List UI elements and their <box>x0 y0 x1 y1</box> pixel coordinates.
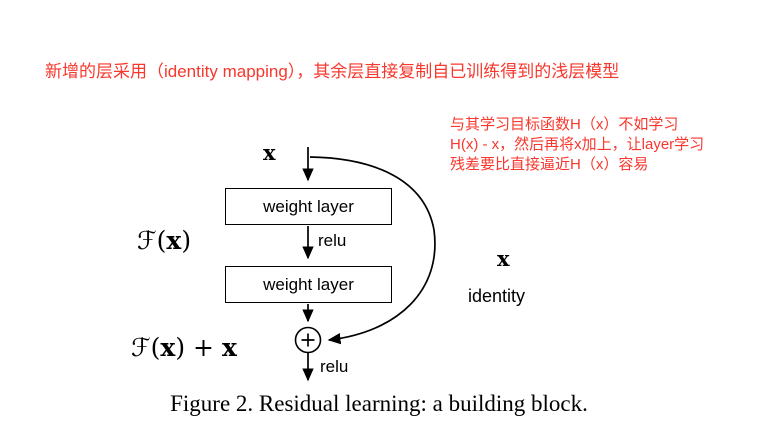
weight-layer-2-box: weight layer <box>225 266 392 303</box>
figure-caption: Figure 2. Residual learning: a building … <box>170 391 588 416</box>
identity-x-label: x <box>497 246 510 271</box>
annotation-top: 新增的层采用（identity mapping），其余层直接复制自已训练得到的浅… <box>45 62 620 81</box>
weight-layer-1-box: weight layer <box>225 188 392 225</box>
weight-layer-2-label: weight layer <box>263 274 354 294</box>
f-arg-x: x <box>166 226 182 255</box>
f-close-paren: ) <box>181 226 192 255</box>
sum-x2: x <box>221 333 237 362</box>
annotation-right-line3: 残差要比直接逼近H（x）容易 <box>450 156 649 173</box>
sum-f-symbol: ℱ( <box>131 333 161 362</box>
sum-plus: ) + <box>175 333 222 362</box>
relu-2-label: relu <box>320 357 349 376</box>
sum-output-label: ℱ(x) + x <box>131 333 237 362</box>
f-of-x-label: ℱ(x) <box>137 226 191 255</box>
f-symbol: ℱ( <box>137 226 167 255</box>
input-x-label: x <box>263 140 276 165</box>
sum-circle <box>294 326 322 354</box>
annotation-right: 与其学习目标函数H（x）不如学习 H(x) - x，然后再将x加上，让layer… <box>450 115 704 175</box>
sum-arg-x: x <box>160 333 176 362</box>
annotation-right-line1: 与其学习目标函数H（x）不如学习 <box>450 116 679 133</box>
annotation-right-line2: H(x) - x，然后再将x加上，让layer学习 <box>450 136 705 153</box>
weight-layer-1-label: weight layer <box>263 196 354 216</box>
plus-icon <box>301 333 315 347</box>
identity-label: identity <box>468 286 526 306</box>
relu-1-label: relu <box>318 231 347 250</box>
